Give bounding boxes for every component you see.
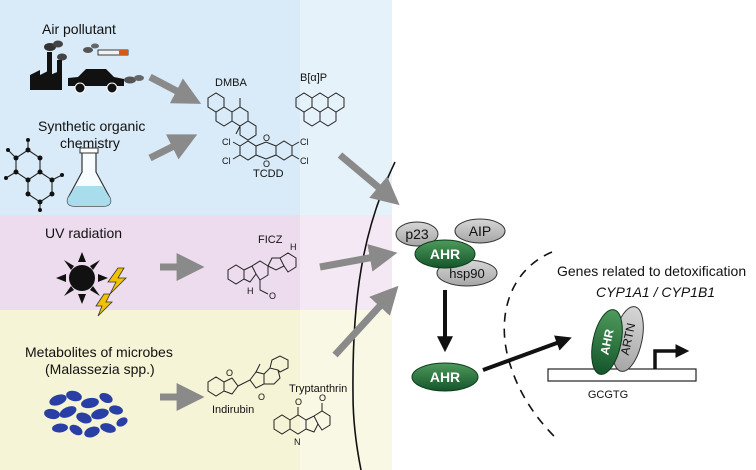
arrow-chem-to-cell <box>337 152 400 206</box>
ligand-tryptanthrin-label: Tryptanthrin <box>289 383 347 395</box>
source-microbes-label-line2: (Malassezia spp.) <box>45 361 155 377</box>
aip-label: AIP <box>469 223 492 239</box>
source-air-pollutant-label: Air pollutant <box>42 21 116 37</box>
tryptanthrin-o-2: O <box>319 393 326 403</box>
aip-protein <box>454 218 506 244</box>
arrow-air-to-chem <box>148 73 202 104</box>
molecule-flask-icon <box>4 138 112 212</box>
p23-protein <box>395 221 439 247</box>
dna-motif-label: GCGTG <box>588 389 628 401</box>
yeast-cells-icon <box>44 390 128 438</box>
ahr-protein-nuclear <box>591 309 623 375</box>
arrow-synth-to-chem <box>148 134 198 162</box>
bap-structure <box>295 92 345 127</box>
ligand-indirubin-label: Indirubin <box>212 404 254 416</box>
source-uv-label: UV radiation <box>45 225 122 241</box>
arrow-ficz-to-cell <box>319 244 398 272</box>
ahr-complex-label: AHR <box>430 246 460 262</box>
genes-title: Genes related to detoxification <box>557 263 746 279</box>
tcdd-o-1: O <box>263 133 270 143</box>
source-synthetic-label-line2: chemistry <box>60 135 120 151</box>
ficz-nh-2: H <box>290 242 297 252</box>
tcdd-o-2: O <box>263 159 270 169</box>
ligand-bap-label: B[α]P <box>300 72 327 84</box>
tryptanthrin-n: N <box>294 437 301 447</box>
source-synthetic-label-line1: Synthetic organic <box>38 118 145 134</box>
indirubin-o-1: O <box>226 368 233 378</box>
transcription-start-arrow <box>653 344 690 369</box>
p23-label: p23 <box>405 226 429 242</box>
genes-list: CYP1A1 / CYP1B1 <box>596 284 715 300</box>
arrow-microbial-to-cell <box>332 285 399 358</box>
tcdd-cl-1: Cl <box>222 137 231 147</box>
indirubin-o-2: O <box>258 392 265 402</box>
ahr-chaperone-complex: p23 AIP hsp90 AHR <box>395 218 506 287</box>
arrow-ahr-to-nucleus <box>482 335 572 372</box>
nuclear-envelope <box>503 251 559 441</box>
tryptanthrin-o-1: O <box>295 397 302 407</box>
hsp90-label: hsp90 <box>449 266 484 281</box>
tcdd-structure: Cl Cl Cl Cl O O <box>222 133 309 169</box>
tryptanthrin-structure <box>273 403 331 435</box>
factory-car-cigarette-icon <box>30 40 144 94</box>
indirubin-structure <box>207 355 289 397</box>
ficz-nh-1: H <box>247 286 254 296</box>
ligand-tcdd-label: TCDD <box>253 168 284 180</box>
ligand-ficz-label: FICZ <box>258 234 283 246</box>
dmba-structure <box>207 92 257 141</box>
source-microbes-label-line1: Metabolites of microbes <box>25 344 173 360</box>
ahr-protein-free <box>411 362 479 392</box>
nuclear-ahr-label: AHR <box>597 328 616 357</box>
ficz-structure <box>227 252 297 295</box>
tcdd-cl-3: Cl <box>300 137 309 147</box>
band-fade <box>300 0 392 470</box>
tcdd-cl-4: Cl <box>300 156 309 166</box>
ligand-dmba-label: DMBA <box>215 77 247 89</box>
sun-lightning-icon <box>56 252 127 317</box>
ahr-artn-heterodimer: ARTN AHR <box>591 306 644 375</box>
cell-membrane <box>352 161 396 470</box>
free-ahr-label: AHR <box>430 369 460 385</box>
tcdd-cl-2: Cl <box>222 156 231 166</box>
ahr-protein-complexed <box>414 239 476 269</box>
ficz-o: O <box>269 291 276 301</box>
artn-label: ARTN <box>618 322 638 357</box>
